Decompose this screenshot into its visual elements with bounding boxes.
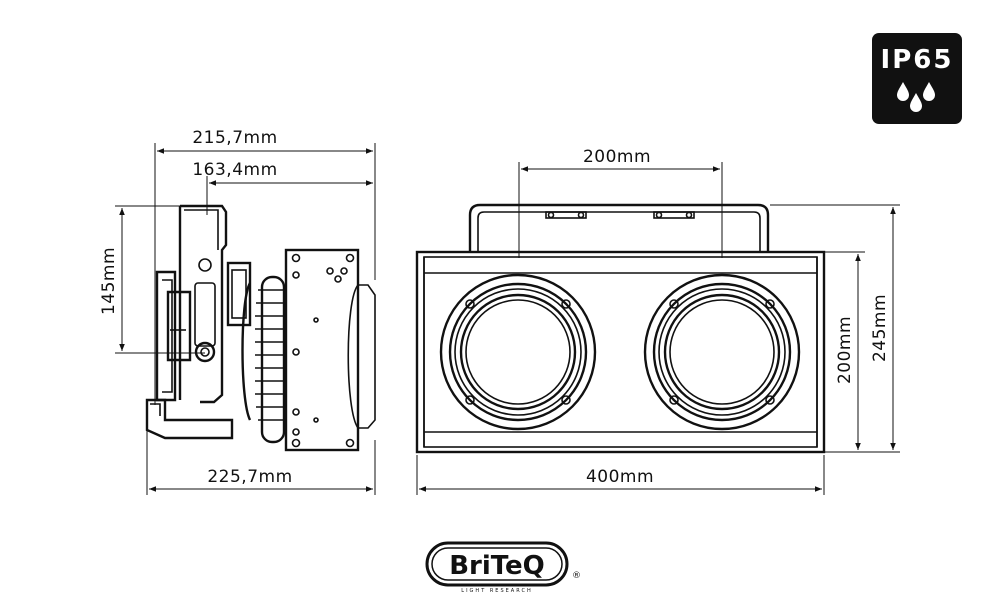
side-width-bottom-label: 225,7mm [207,467,292,487]
front-lens-right [643,273,801,431]
front-total-height-label: 245mm [870,294,890,362]
front-body-height-label: 200mm [835,316,855,384]
side-view: 215,7mm 163,4mm 145mm 225,7mm [99,128,376,495]
dimension-front-width: 400mm [416,455,825,495]
side-height-label: 145mm [99,247,119,315]
side-width-top-label: 215,7mm [192,128,277,148]
side-width-inner-label: 163,4mm [192,160,277,180]
dimension-front-total-height: 245mm [770,204,900,450]
front-spacing-label: 200mm [583,147,651,167]
front-view: 200mm 400mm 200mm 245mm [415,147,900,495]
handle-clamp-right [653,211,695,219]
dimension-side-width-bottom: 225,7mm [146,400,376,495]
front-body [415,250,826,454]
ip65-badge: IP65 [872,33,962,124]
water-drops-icon [897,82,935,112]
handle-clamp-left [545,211,587,219]
dimension-side-width-top: 215,7mm [154,128,376,405]
dimension-side-width-inner: 163,4mm [192,160,373,215]
registered-mark: ® [572,571,581,581]
brand-name: BriTeQ [449,551,545,581]
briteq-logo: BriTeQ LIGHT RESEARCH ® [425,541,581,594]
dimension-front-body-height: 200mm [824,251,900,453]
dimension-front-spacing: 200mm [518,147,723,258]
front-lens-left [439,273,597,431]
ip65-label: IP65 [881,45,954,75]
front-handle [468,203,770,252]
side-fixture-outline [145,204,376,452]
brand-tagline: LIGHT RESEARCH [461,588,532,594]
front-width-label: 400mm [586,467,654,487]
